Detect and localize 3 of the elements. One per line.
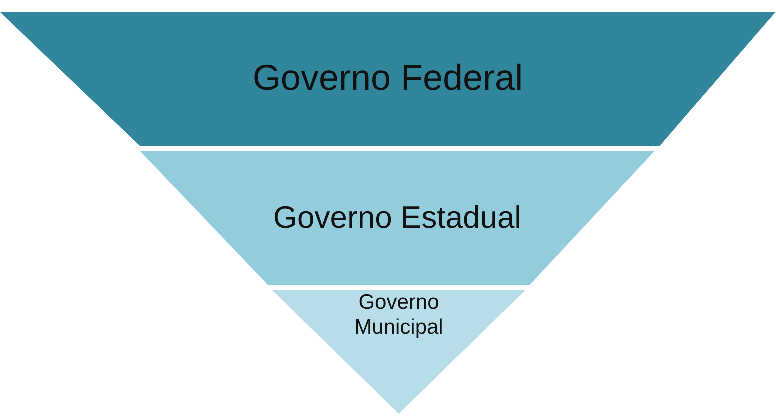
band-label: Governo Estadual	[272, 199, 523, 236]
band-label: Governo Municipal	[354, 290, 444, 340]
band-label: Governo Federal	[252, 56, 524, 100]
